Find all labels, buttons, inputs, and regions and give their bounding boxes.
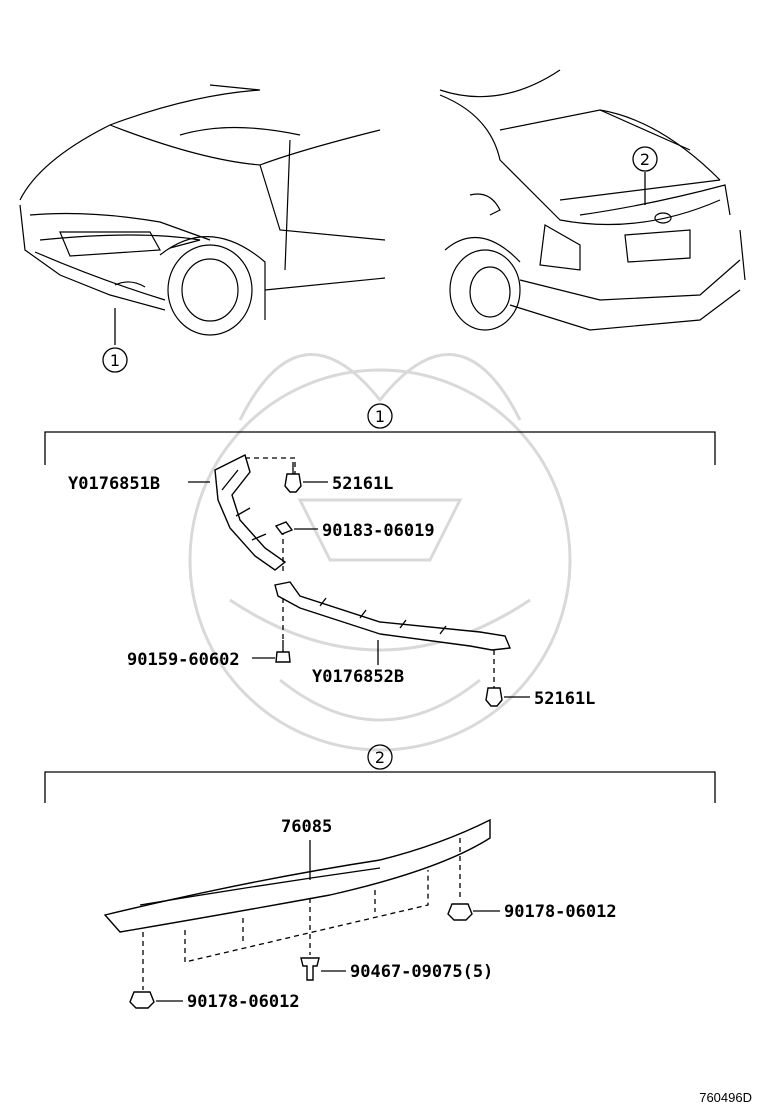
watermark-emblem-icon (188, 353, 572, 752)
section-front-marker: 1 (375, 407, 385, 426)
clip-icon (485, 687, 503, 707)
diagram-code: 760496D (699, 1090, 752, 1105)
front-car-illustration (19, 84, 386, 336)
clip-icon (284, 462, 302, 493)
nut-icon (447, 903, 473, 921)
nut-icon (274, 521, 294, 535)
front-bumper-callout: 1 (110, 351, 120, 370)
section-rear-marker: 2 (375, 748, 385, 767)
section-front-bracket (44, 431, 716, 465)
clip-icon (300, 957, 320, 981)
rear-spoiler-callout: 2 (640, 150, 650, 169)
label-bolt: 90159-60602 (127, 650, 240, 670)
label-rear-spoiler: 76085 (281, 817, 332, 837)
label-lower-spoiler: Y0176852B (312, 667, 404, 687)
rear-spoiler-part (103, 818, 491, 933)
lower-spoiler-part (274, 581, 512, 651)
rear-car-illustration (439, 69, 746, 331)
bolt-icon (275, 640, 291, 663)
label-upper-spoiler: Y0176851B (68, 474, 160, 494)
upper-spoiler-part (214, 453, 287, 571)
label-nut: 90183-06019 (322, 521, 435, 541)
label-clip-top: 52161L (332, 474, 393, 494)
nut-icon (129, 991, 155, 1009)
section-rear-bracket (44, 771, 716, 803)
label-clip-center: 90467-09075(5) (350, 962, 493, 982)
label-nut-right: 90178-06012 (504, 902, 617, 922)
label-clip-bottom: 52161L (534, 689, 595, 709)
label-nut-left: 90178-06012 (187, 992, 300, 1012)
